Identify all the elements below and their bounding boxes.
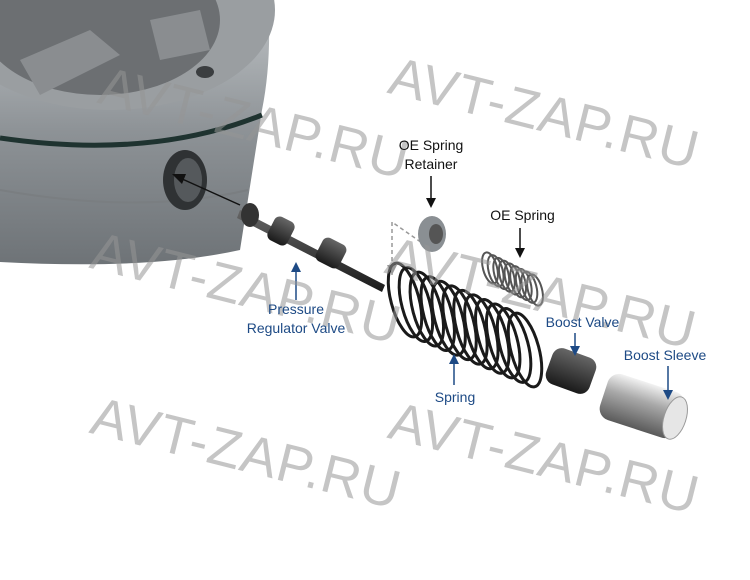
oe-spring-retainer-label: OE Spring Retainer: [385, 136, 477, 174]
pressure-regulator-valve: [237, 203, 385, 292]
boost-sleeve: [599, 373, 688, 440]
oe-spring-label: OE Spring: [490, 207, 555, 223]
boost-valve: [545, 348, 597, 394]
oe-spring: [481, 251, 544, 307]
label-line: Retainer: [404, 156, 458, 172]
spring-coil: [506, 311, 544, 389]
label-line: OE Spring: [398, 137, 464, 153]
spring: [386, 261, 544, 389]
pressure-regulator-valve-label: Pressure Regulator Valve: [230, 300, 362, 338]
boost-valve-label: Boost Valve: [545, 314, 620, 330]
spring-coil: [526, 273, 544, 307]
spring-label: Spring: [434, 389, 476, 405]
label-line: Pressure: [267, 301, 325, 317]
boost-sleeve-label: Boost Sleeve: [623, 347, 707, 363]
oe-spring-retainer: [418, 216, 446, 252]
label-line: Regulator Valve: [246, 320, 346, 336]
insertion-arrow: [172, 174, 241, 206]
